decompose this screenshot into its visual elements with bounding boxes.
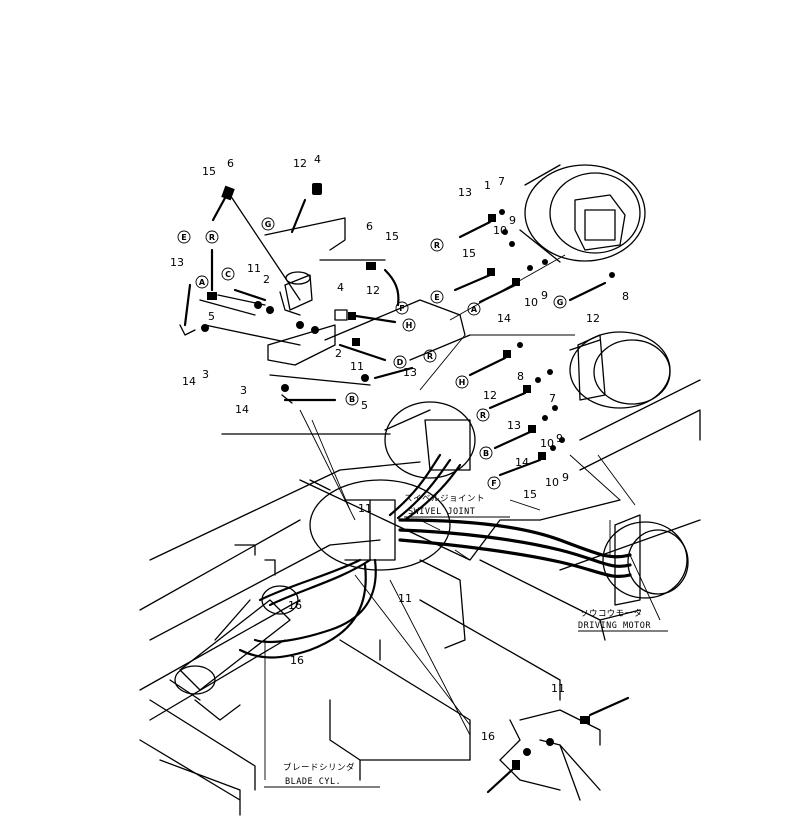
callout-E2: E [434,293,439,302]
callout-H2: H [459,378,466,387]
driving-motor-lower [602,514,689,606]
callout-G2: G [557,298,564,307]
part-number: 13 [507,419,521,432]
callout-B2: B [483,449,489,458]
callout-D1: D [397,358,404,367]
part-number: 12 [366,284,380,297]
blade-cylinder-label-jp: ブレードシリンダ [283,762,355,773]
leader-lines [264,254,661,780]
driving-motor-middle [569,331,671,409]
part-number: 5 [208,310,215,323]
driving-motor-center [384,401,476,479]
callout-A2: A [471,305,478,314]
part-number: 4 [314,153,321,166]
part-number: 5 [361,399,368,412]
part-number: 15 [385,230,399,243]
part-number: 14 [182,375,196,388]
part-number: 2 [263,273,270,286]
part-number: 15 [202,165,216,178]
part-number: 8 [622,290,629,303]
callout-F2: F [491,479,496,488]
fittings [179,183,630,801]
part-number: 9 [556,432,563,445]
callout-R1: R [209,233,215,242]
part-number: 11 [398,592,412,605]
part-number: 12 [293,157,307,170]
part-numbers: 15 6 12 4 13 11 2 6 15 4 12 5 14 3 2 11 … [170,153,629,743]
driving-motor-label-en: DRIVING MOTOR [578,621,651,631]
part-number: 7 [549,392,556,405]
part-number: 9 [541,289,548,302]
part-number: 16 [481,730,495,743]
part-number: 13 [170,256,184,269]
part-number: 6 [227,157,234,170]
driving-motor-upper [519,164,646,263]
part-number: 11 [358,502,372,515]
part-number: 12 [483,389,497,402]
part-number: 14 [515,456,529,469]
part-number: 9 [509,214,516,227]
chassis-outline [139,379,701,816]
part-number: 11 [350,360,364,373]
part-number: 8 [517,370,524,383]
callout-A1: A [199,278,206,287]
part-number: 11 [247,262,261,275]
part-number: 14 [235,403,249,416]
part-number: 10 [524,296,538,309]
driving-motor-label-jp: ソウコウモータ [580,609,643,619]
callout-R2: R [427,352,433,361]
part-number: 3 [240,384,247,397]
part-number: 11 [551,682,565,695]
part-number: 15 [523,488,537,501]
part-number: 16 [288,599,302,612]
component-labels: スイベルジョイント SWIVEL JOINT ソウコウモータ DRIVING M… [264,494,668,788]
callout-R4: R [480,411,486,420]
callout-R3: R [434,241,440,250]
callout-G1: G [265,220,272,229]
part-number: 6 [366,220,373,233]
part-number: 1 [484,179,491,192]
part-number: 12 [586,312,600,325]
part-number: 4 [337,281,344,294]
part-number: 15 [462,247,476,260]
part-number: 10 [545,476,559,489]
callout-B1: B [349,395,355,404]
swivel-joint-label-jp: スイベルジョイント [404,494,485,504]
callout-C1: C [225,270,231,279]
part-number: 3 [202,368,209,381]
part-number: 13 [403,366,417,379]
callout-H1: H [406,321,413,330]
part-number: 2 [335,347,342,360]
part-number: 9 [562,471,569,484]
part-number: 10 [540,437,554,450]
part-number: 13 [458,186,472,199]
blade-cylinder-label-en: BLADE CYL. [285,777,341,787]
swivel-joint-label-en: SWIVEL JOINT [408,507,475,517]
part-number: 7 [498,175,505,188]
hose-bundle [238,453,632,659]
callout-F1: F [399,304,404,313]
part-number: 14 [497,312,511,325]
circle-callouts: E R G A C F H D R B R E A G H R B F [177,217,567,490]
valve-assembly [199,194,471,386]
callout-E1: E [181,233,186,242]
part-number: 10 [493,224,507,237]
part-number: 16 [290,654,304,667]
